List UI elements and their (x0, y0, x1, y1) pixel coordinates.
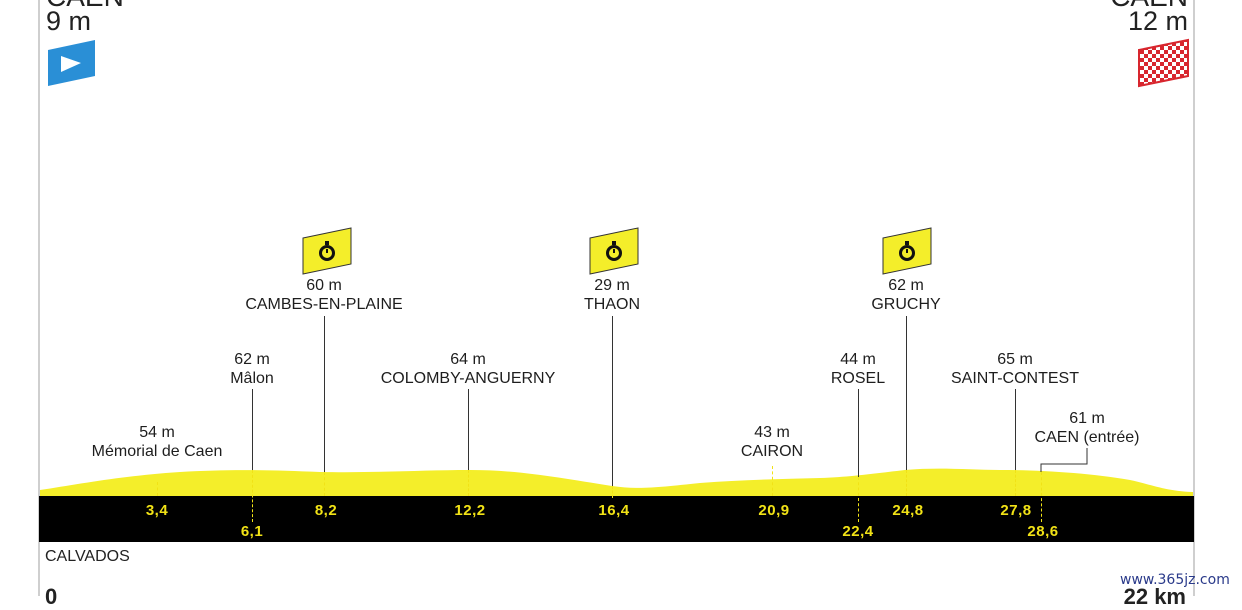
km-label: 6,1 (240, 523, 264, 540)
place-memorial-name: Mémorial de Caen (91, 443, 223, 460)
place-caenentree-name: CAEN (entrée) (1034, 429, 1140, 446)
km-tick-24-8 (906, 470, 907, 496)
place-colomby-altitude: 64 m (450, 351, 486, 368)
start-city: CAEN (46, 0, 124, 11)
km-tick-28-6 (1041, 472, 1042, 522)
place-colomby-name: COLOMBY-ANGUERNY (380, 370, 556, 387)
place-cairon-name: CAIRON (740, 443, 804, 460)
place-rosel-name: ROSEL (830, 370, 886, 387)
timecheck-cambes-altitude: 60 m (306, 277, 342, 294)
km-label: 24,8 (892, 502, 924, 519)
elevation-profile (39, 468, 1194, 542)
region-label: CALVADOS (45, 548, 130, 565)
stopwatch-icon (882, 227, 932, 275)
km-label: 12,2 (454, 502, 486, 519)
km-label: 28,6 (1027, 523, 1059, 540)
start-flag-icon (48, 40, 95, 86)
frame-left (38, 0, 40, 596)
watermark-text: www.365jz.com (1120, 572, 1230, 588)
km-tick-20-9 (772, 466, 773, 496)
timecheck-thaon-altitude: 29 m (594, 277, 630, 294)
km-tick-12-2 (468, 470, 469, 496)
km-label: 8,2 (314, 502, 338, 519)
finish-altitude: 12 m (1127, 6, 1188, 36)
leader-line-malon (252, 389, 253, 470)
km-tick-8-2 (324, 472, 325, 496)
place-cairon-altitude: 43 m (754, 424, 790, 441)
timecheck-cambes-name: CAMBES-EN-PLAINE (245, 296, 403, 313)
km-tick-27-8 (1015, 470, 1016, 496)
km-label: 22,4 (842, 523, 874, 540)
stopwatch-icon (589, 227, 639, 275)
leader-line-caenentree (1040, 448, 1088, 472)
leader-line-thaon (612, 316, 613, 486)
stage-profile: CAEN 9 m CAEN 12 m (38, 0, 1230, 609)
timecheck-thaon-name: THAON (584, 296, 640, 313)
km-label: 20,9 (758, 502, 790, 519)
leader-line-rosel (858, 389, 859, 477)
finish-city: CAEN (1110, 0, 1188, 11)
place-malon-name: Mâlon (230, 370, 274, 387)
distance-start: 0 (45, 584, 58, 609)
place-saintcontest-altitude: 65 m (997, 351, 1033, 368)
leader-line-saintcontest (1015, 389, 1016, 470)
timecheck-gruchy-name: GRUCHY (871, 296, 941, 313)
place-memorial-altitude: 54 m (139, 424, 175, 441)
km-tick-6-1 (252, 470, 253, 522)
place-saintcontest-name: SAINT-CONTEST (950, 370, 1080, 387)
km-label: 16,4 (598, 502, 630, 519)
place-malon-altitude: 62 m (234, 351, 270, 368)
km-label: 3,4 (145, 502, 169, 519)
place-caenentree-altitude: 61 m (1069, 410, 1105, 427)
distance-band (39, 496, 1194, 542)
leader-line-colomby (468, 389, 469, 470)
leader-line-gruchy (906, 316, 907, 470)
km-tick-16-4 (612, 486, 613, 498)
place-rosel-altitude: 44 m (840, 351, 876, 368)
leader-line-cambes (324, 316, 325, 472)
km-label: 27,8 (1000, 502, 1032, 519)
timecheck-gruchy-altitude: 62 m (888, 277, 924, 294)
elevation-fill (40, 468, 1193, 496)
finish-checkered-icon (1138, 38, 1189, 88)
frame-right (1193, 0, 1195, 596)
stopwatch-icon (302, 227, 352, 275)
start-altitude: 9 m (46, 6, 92, 36)
km-tick-22-4 (858, 477, 859, 522)
km-tick-3-4 (157, 482, 158, 496)
